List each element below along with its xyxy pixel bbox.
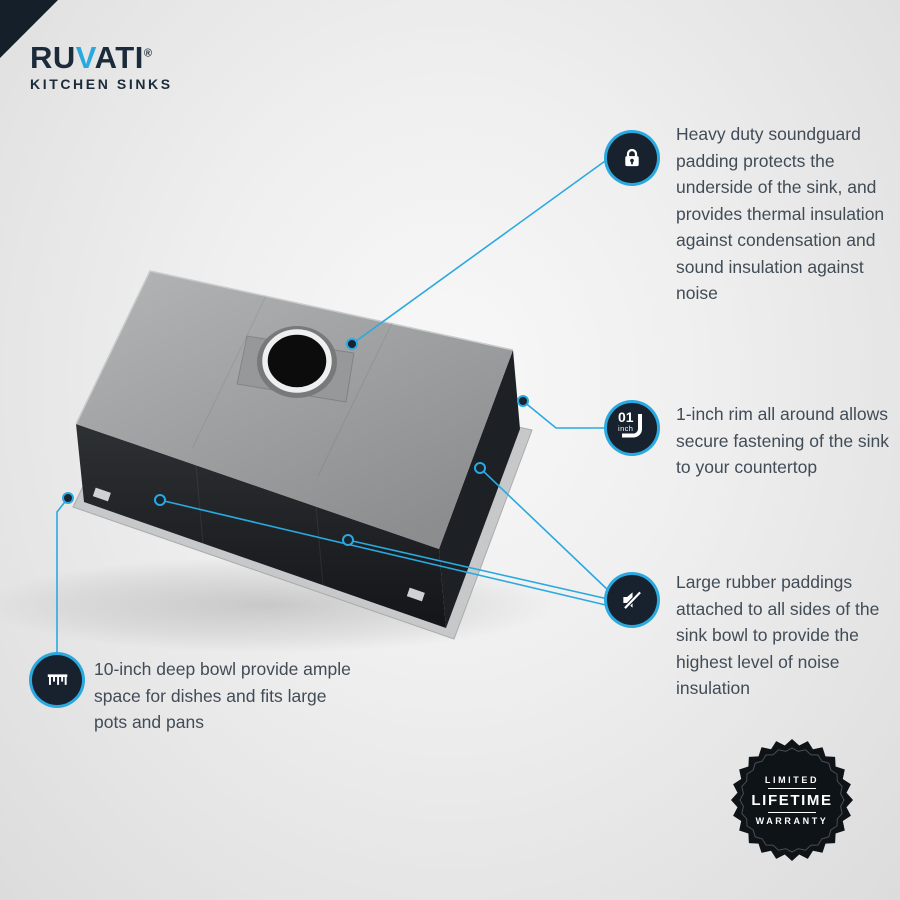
sink-wall-right	[439, 350, 520, 628]
logo-text-ru: RU	[30, 40, 76, 75]
one-inch-unit: inch	[618, 424, 634, 433]
mounting-clip	[92, 487, 111, 502]
speaker-mute-icon	[607, 575, 657, 625]
mounting-clip	[406, 587, 425, 602]
callout-markers	[62, 338, 529, 546]
warranty-line-warranty: WARRANTY	[755, 815, 829, 826]
callout-text-soundguard: Heavy duty soundguard padding protects t…	[676, 124, 885, 303]
one-inch-rim-icon: 01 inch	[607, 403, 657, 453]
badge-divider	[768, 811, 816, 813]
registered-mark: ®	[143, 47, 153, 60]
warranty-text: LIMITED LIFETIME WARRANTY	[729, 737, 855, 863]
warranty-badge: LIMITED LIFETIME WARRANTY	[729, 737, 855, 863]
badge-divider	[768, 787, 816, 789]
logo-text-v: V	[75, 40, 95, 75]
logo-text-ati: ATI	[94, 40, 144, 75]
depth-gauge-icon	[32, 655, 82, 705]
lock-icon	[607, 133, 657, 183]
sink-wall-front	[76, 424, 446, 628]
callout-lines	[56, 155, 613, 654]
warranty-line-lifetime: LIFETIME	[751, 791, 833, 809]
corner-accent-triangle	[0, 0, 58, 58]
sink-underside-padding	[76, 271, 513, 549]
logo-tagline: KITCHEN SINKS	[30, 76, 173, 92]
logo-wordmark: RUVATI®	[30, 42, 173, 73]
warranty-seal-icon	[731, 739, 853, 861]
rim-corner-glyph	[622, 414, 642, 438]
warranty-line-limited: LIMITED	[764, 774, 820, 785]
one-inch-number: 01	[618, 409, 634, 425]
drain-hole	[262, 329, 332, 393]
callout-text-paddings: Large rubber paddings attached to all si…	[676, 572, 880, 698]
brand-logo: RUVATI® KITCHEN SINKS	[30, 42, 173, 92]
callout-text-deep-bowl: 10-inch deep bowl provide ample space fo…	[94, 659, 351, 732]
callout-text-rim: 1-inch rim all around allows secure fast…	[676, 404, 890, 477]
sink-body	[72, 270, 533, 640]
